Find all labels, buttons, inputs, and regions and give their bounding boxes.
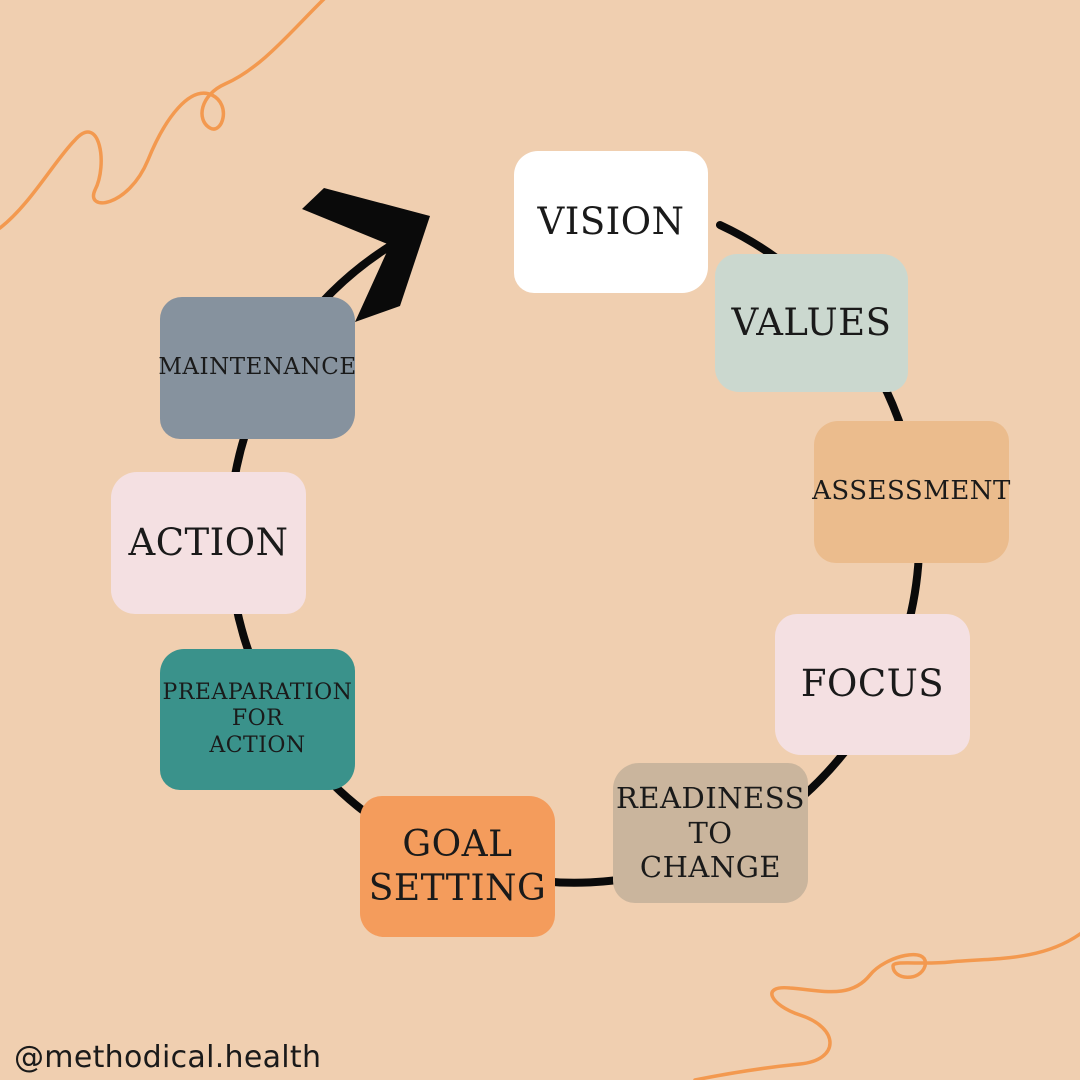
stage-prep-line-3: ACTION [209,732,306,758]
stage-readiness-line-3: CHANGE [639,850,782,885]
stage-action: ACTION [111,472,306,614]
stage-assessment-label: ASSESSMENT [812,476,1011,507]
squiggle-top-left [0,0,326,230]
stage-readiness-line-1: READINESS [616,780,805,815]
stage-goal-line-1: GOAL [402,824,513,866]
stage-vision-label: VISION [537,199,685,243]
stage-focus-label: FOCUS [800,662,945,706]
stage-readiness-to-change: READINESS TO CHANGE [613,763,808,903]
squiggle-bottom-right [693,932,1080,1080]
stage-prep-line-1: PREAPARATION [162,679,353,705]
stage-focus: FOCUS [775,614,970,755]
stage-goal-setting: GOAL SETTING [360,796,555,937]
stage-action-label: ACTION [128,520,289,564]
stage-maintenance: MAINTENANCE [158,297,357,439]
stage-goal-line-2: SETTING [368,867,547,909]
stage-assessment: ASSESSMENT [812,421,1011,563]
arrowhead-icon [302,188,430,322]
stage-values-label: VALUES [731,300,892,344]
social-handle: @methodical.health [14,1040,322,1075]
stage-preparation-for-action: PREAPARATION FOR ACTION [160,649,355,790]
stage-vision: VISION [514,151,708,293]
stage-maintenance-label: MAINTENANCE [158,354,357,381]
stage-prep-line-2: FOR [231,706,284,732]
stage-values: VALUES [715,254,908,392]
stage-readiness-line-2: TO [688,815,733,850]
